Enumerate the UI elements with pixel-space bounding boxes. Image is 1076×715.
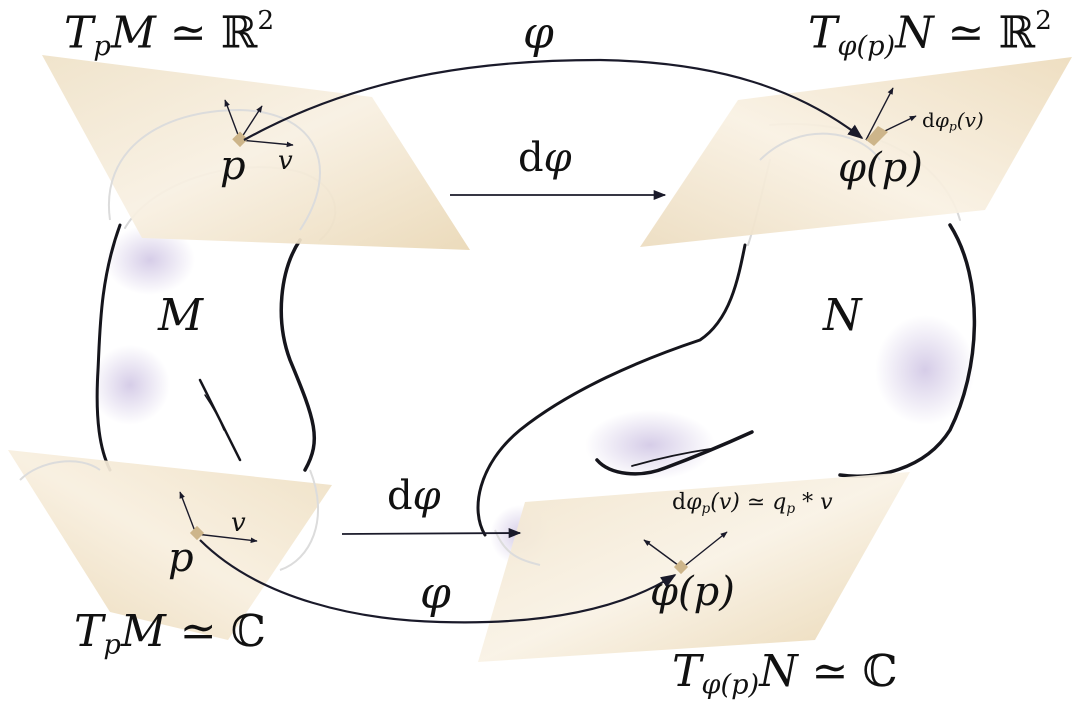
tangent-vectors-bottom-right xyxy=(643,531,728,569)
label-p-bottom: p xyxy=(168,535,194,581)
dphi-arrow-bottom xyxy=(341,528,522,539)
label-tphip-c: Tφ(p)N ≃ ℂ xyxy=(672,646,898,701)
point-phip-marker-top xyxy=(866,126,888,146)
tangent-vectors-top-left xyxy=(224,99,294,148)
label-dphi-bottom: dφ xyxy=(387,473,441,519)
tangent-plane-bottom-right xyxy=(478,472,910,662)
tangent-vectors-bottom-left xyxy=(179,491,258,544)
label-phi-bottom: φ xyxy=(420,568,451,619)
label-tpm-c: TpM ≃ ℂ xyxy=(74,606,266,661)
label-manifold-m: M xyxy=(158,290,204,341)
point-p-marker-top xyxy=(232,131,248,148)
label-p-top: p xyxy=(220,143,246,189)
surface-shade-m-upper xyxy=(105,225,195,295)
label-manifold-n: N xyxy=(823,290,862,341)
label-phi-top: φ xyxy=(523,8,554,59)
surface-curves-over-planes xyxy=(19,108,881,571)
point-phip-marker-bottom xyxy=(673,559,689,575)
label-dphi-top: dφ xyxy=(518,135,572,181)
tangent-plane-bottom-left xyxy=(8,450,332,640)
phi-arrow-top xyxy=(243,58,864,141)
surface-shade-n-right xyxy=(875,315,975,425)
label-tpm-r2: TpM ≃ ℝ2 xyxy=(64,5,275,63)
label-dphip-v-top: dφp(v) xyxy=(922,108,984,134)
phi-arrow-bottom xyxy=(199,539,677,624)
label-v-top: v xyxy=(278,146,293,176)
surface-shade-m-lower xyxy=(90,345,170,425)
label-dphip-v-bottom: dφp(v) ≃ qp * v xyxy=(672,490,833,517)
label-v-bottom: v xyxy=(231,508,246,538)
tangent-plane-top-right xyxy=(640,57,1072,247)
label-phip-top: φ(p) xyxy=(838,145,923,191)
label-phip-bottom: φ(p) xyxy=(650,569,735,615)
point-p-marker-bottom xyxy=(189,525,205,541)
tangent-plane-top-left xyxy=(42,55,470,250)
label-tphip-r2: Tφ(p)N ≃ ℝ2 xyxy=(808,5,1052,63)
surface-shade-n-center xyxy=(585,410,715,480)
